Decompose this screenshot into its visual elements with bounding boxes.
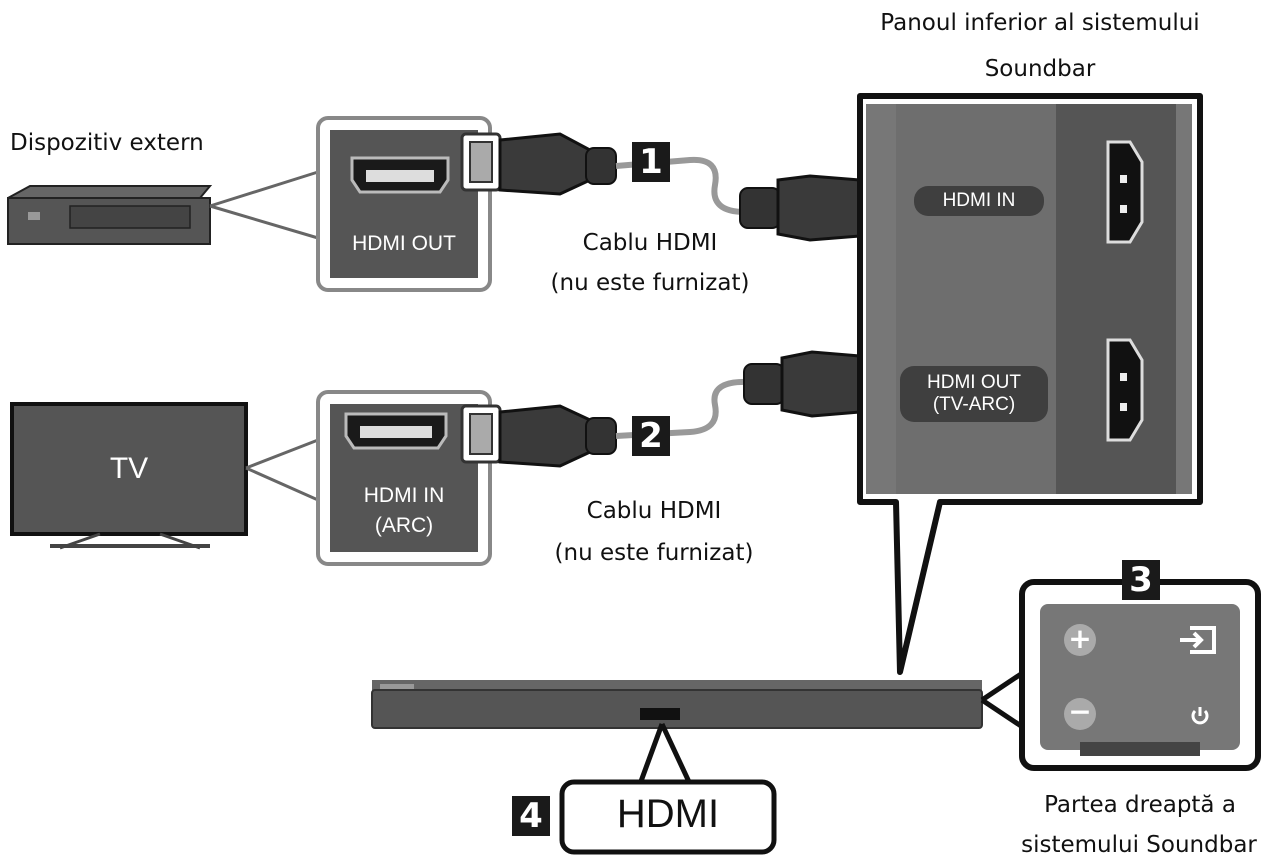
tv-port-label-line2: (ARC) xyxy=(374,514,434,537)
soundbar-hdmi-out-line2: (TV-ARC) xyxy=(932,394,1016,415)
tv-screen-text: TV xyxy=(109,452,149,485)
soundbar-hdmi-out-line1: HDMI OUT xyxy=(927,372,1021,393)
step-1-badge: 1 xyxy=(632,142,670,182)
bottom-panel-title-line1: Panoul inferior al sistemului xyxy=(880,10,1200,36)
cable-1-label-line2: (nu este furnizat) xyxy=(550,270,750,296)
device-port-label: HDMI OUT xyxy=(352,232,456,255)
tv-callout-lines xyxy=(245,438,319,502)
minus-icon: − xyxy=(1068,695,1092,728)
hdmi-cable-1 xyxy=(460,132,898,242)
step-4-badge: 4 xyxy=(512,796,550,836)
soundbar-hdmi-in-label: HDMI IN xyxy=(914,186,1044,216)
external-device-icon xyxy=(7,185,213,245)
power-button[interactable] xyxy=(1188,704,1212,728)
volume-down-button[interactable]: − xyxy=(1064,698,1096,730)
display-text: HDMI xyxy=(616,792,720,836)
step-2-badge: 2 xyxy=(632,416,670,456)
right-side-label-line2: sistemului Soundbar xyxy=(1021,832,1257,858)
cable-1-label-line1: Cablu HDMI xyxy=(582,230,718,256)
display-callout xyxy=(574,722,760,787)
volume-up-button[interactable]: + xyxy=(1064,624,1096,656)
input-source-icon xyxy=(1180,626,1216,654)
soundbar-body xyxy=(371,680,983,729)
right-side-label-line1: Partea dreaptă a xyxy=(1044,792,1236,818)
side-callout-lines xyxy=(980,669,1026,731)
power-icon xyxy=(1191,707,1209,725)
external-device-label: Dispozitiv extern xyxy=(10,130,204,156)
device-hdmi-inset xyxy=(316,116,492,292)
plus-icon: + xyxy=(1068,622,1092,655)
tv-port-label-line1: HDMI IN xyxy=(363,484,445,507)
hdmi-cable-2 xyxy=(460,350,898,468)
source-button[interactable] xyxy=(1176,622,1220,658)
device-callout-lines xyxy=(209,170,319,240)
tv-hdmi-inset xyxy=(316,390,492,566)
soundbar-right-panel xyxy=(1019,579,1261,771)
bottom-panel-title-line2: Soundbar xyxy=(984,56,1096,82)
cable-2-label-line1: Cablu HDMI xyxy=(586,498,722,524)
step-3-badge: 3 xyxy=(1122,560,1160,600)
soundbar-hdmi-out-label: HDMI OUT (TV-ARC) xyxy=(900,366,1048,422)
cable-2-label-line2: (nu este furnizat) xyxy=(554,540,754,566)
display-callout-box xyxy=(559,779,777,855)
